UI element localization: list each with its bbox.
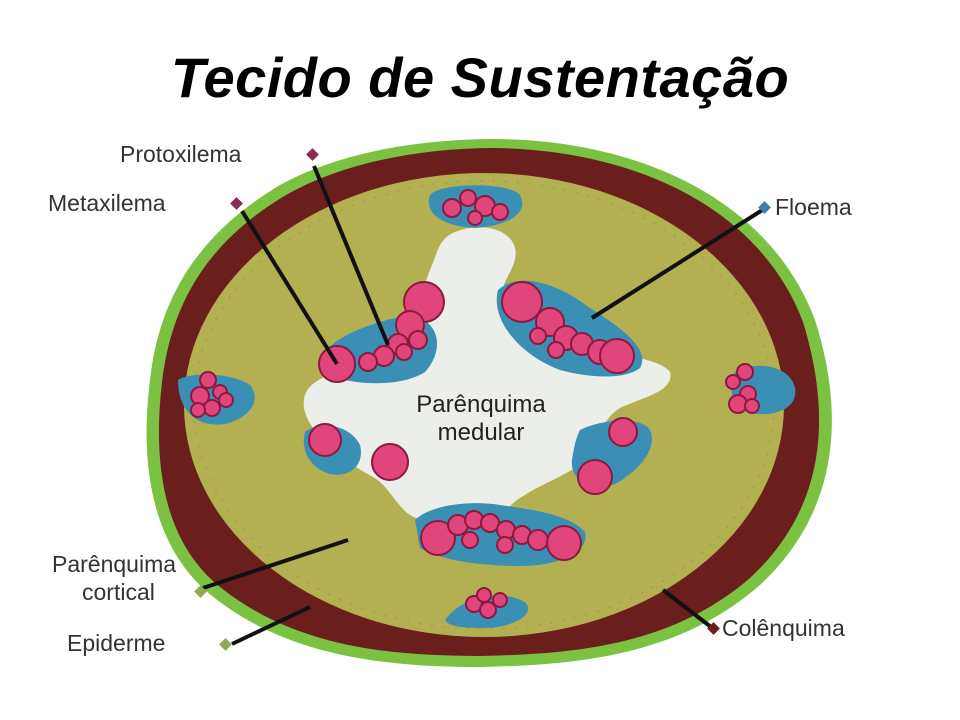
xylem-vessel: [461, 531, 479, 549]
xylem-vessel: [496, 536, 514, 554]
leader-colenquima: [661, 588, 713, 629]
label-parenquima-cortical-line1: Parênquima: [52, 551, 176, 577]
xylem-vessel: [577, 459, 613, 495]
center-label-line2: medular: [438, 419, 525, 446]
slide-title: Tecido de Sustentação: [170, 46, 790, 109]
xylem-vessel: [190, 402, 206, 418]
xylem-vessel: [725, 374, 741, 390]
xylem-vessel: [464, 510, 484, 530]
label-parenquima-cortical-line2: cortical: [82, 579, 155, 605]
xylem-vessel: [479, 601, 497, 619]
xylem-vessel: [608, 417, 638, 447]
xylem-vessel: [199, 371, 217, 389]
xylem-vessel: [408, 330, 428, 350]
xylem-vessel: [529, 327, 547, 345]
bullet-protoxilema: [306, 148, 319, 161]
bullet-metaxilema: [230, 197, 243, 210]
label-floema: Floema: [775, 194, 852, 220]
xylem-vessel: [491, 203, 509, 221]
leader-epiderme: [231, 605, 311, 646]
xylem-vessels: [190, 189, 760, 619]
xylem-vessel: [744, 398, 760, 414]
xylem-vessel: [358, 352, 378, 372]
xylem-vessel: [395, 343, 413, 361]
xylem-vessel: [218, 392, 234, 408]
xylem-vessel: [459, 189, 477, 207]
xylem-vessel: [736, 363, 754, 381]
xylem-vessel: [476, 587, 492, 603]
leader-floema: [590, 207, 766, 320]
xylem-vessel: [467, 210, 483, 226]
label-protoxilema: Protoxilema: [120, 141, 242, 167]
label-colenquima: Colênquima: [722, 615, 845, 641]
xylem-vessel: [371, 443, 409, 481]
xylem-vessel: [442, 198, 462, 218]
xylem-vessel: [501, 281, 543, 323]
center-label-line1: Parênquima: [416, 391, 546, 418]
xylem-vessel: [492, 592, 508, 608]
leader-parenquima-cortical: [202, 538, 349, 590]
xylem-vessel: [599, 338, 635, 374]
leader-lines: [202, 165, 766, 646]
leader-protoxilema: [312, 165, 390, 346]
label-epiderme: Epiderme: [67, 630, 165, 656]
xylem-vessel: [203, 399, 221, 417]
xylem-vessel: [547, 341, 565, 359]
label-metaxilema: Metaxilema: [48, 190, 166, 216]
bullet-epiderme: [219, 638, 232, 651]
leader-metaxilema: [240, 209, 339, 366]
xylem-vessel: [527, 529, 549, 551]
xylem-vessel: [420, 520, 456, 556]
xylem-vessel: [308, 423, 342, 457]
xylem-vessel: [546, 525, 582, 561]
